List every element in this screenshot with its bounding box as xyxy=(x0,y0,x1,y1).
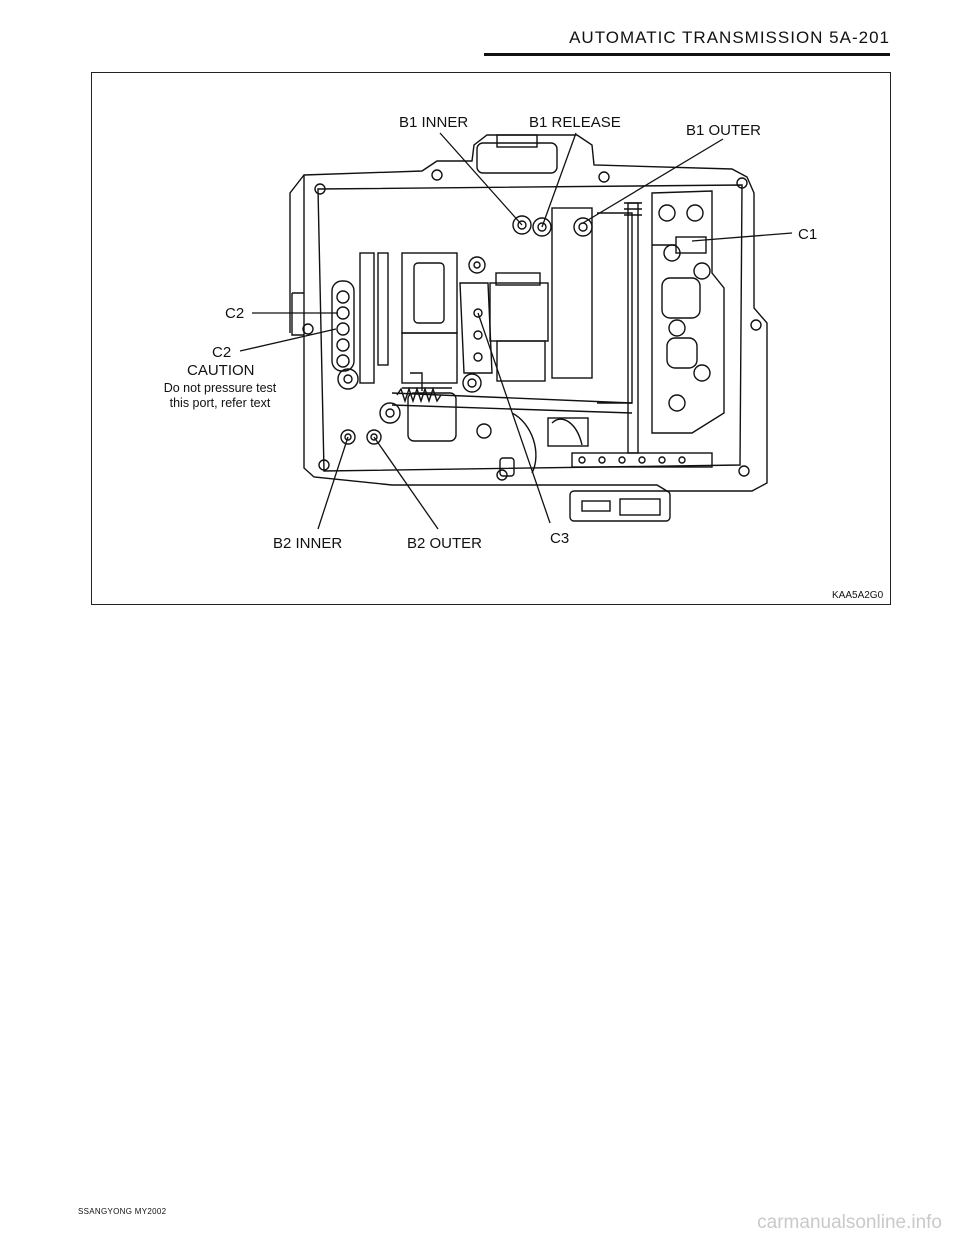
figure-id: KAA5A2G0 xyxy=(832,590,884,601)
label-b1-outer: B1 OUTER xyxy=(686,122,762,139)
label-b2-inner: B2 INNER xyxy=(273,535,343,552)
valve-body-drawing xyxy=(239,132,793,530)
caution-text: Do not pressure test this port, refer te… xyxy=(163,381,277,410)
footer-model: SSANGYONG MY2002 xyxy=(78,1207,167,1216)
label-c2-bottom: C2 xyxy=(212,344,232,361)
label-b2-outer: B2 OUTER xyxy=(407,535,483,552)
label-c1: C1 xyxy=(798,226,818,243)
label-b1-release: B1 RELEASE xyxy=(529,114,621,131)
caution-title: CAUTION xyxy=(187,362,255,379)
valve-body-figure: B1 INNER B1 RELEASE B1 OUTER C1 C2 C2 CA… xyxy=(91,72,891,605)
label-c3: C3 xyxy=(550,530,570,547)
label-c2-top: C2 xyxy=(225,305,245,322)
label-b1-inner: B1 INNER xyxy=(399,114,469,131)
page-header-title: AUTOMATIC TRANSMISSION 5A-201 xyxy=(569,28,890,47)
footer-watermark: carmanualsonline.info xyxy=(757,1212,942,1233)
header-rule xyxy=(484,53,890,56)
